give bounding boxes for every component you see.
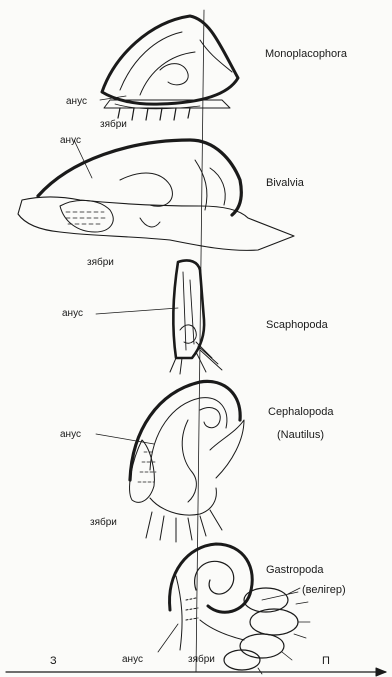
leader-scaph-anus (96, 308, 178, 314)
label-anus-gastropoda: анус (122, 655, 143, 665)
leader-veliger (262, 592, 298, 600)
axis-vertical-line (196, 10, 204, 672)
label-gills-gastropoda: зябри (188, 655, 215, 665)
leader-gastro-anus (158, 624, 178, 652)
label-anus-bivalvia: анус (60, 136, 81, 146)
label-gastropoda: Gastropoda (266, 565, 323, 576)
axis-arrow-head (376, 668, 386, 676)
label-anus-cephalopoda: анус (60, 430, 81, 440)
label-monoplacophora: Monoplacophora (265, 49, 347, 60)
label-cephalopoda: Cephalopoda (268, 407, 333, 418)
axis-label-left: З (50, 656, 57, 667)
label-anus-monoplacophora: анус (66, 97, 87, 107)
bivalvia-figure (18, 140, 294, 250)
label-gills-bivalvia: зябри (87, 258, 114, 268)
cephalopoda-figure (130, 381, 244, 542)
label-nautilus: (Nautilus) (277, 430, 324, 441)
axis-label-right: П (322, 656, 330, 667)
monoplacophora-figure (102, 16, 238, 120)
label-scaphopoda: Scaphopoda (266, 320, 328, 331)
scaphopoda-figure (170, 260, 222, 374)
leader-ceph-anus (96, 434, 154, 444)
label-anus-scaphopoda: анус (62, 309, 83, 319)
label-bivalvia: Bivalvia (266, 178, 304, 189)
label-gills-monoplacophora: зябри (100, 120, 127, 130)
label-veliger: (велігер) (302, 585, 346, 596)
label-gills-cephalopoda: зябри (90, 518, 117, 528)
